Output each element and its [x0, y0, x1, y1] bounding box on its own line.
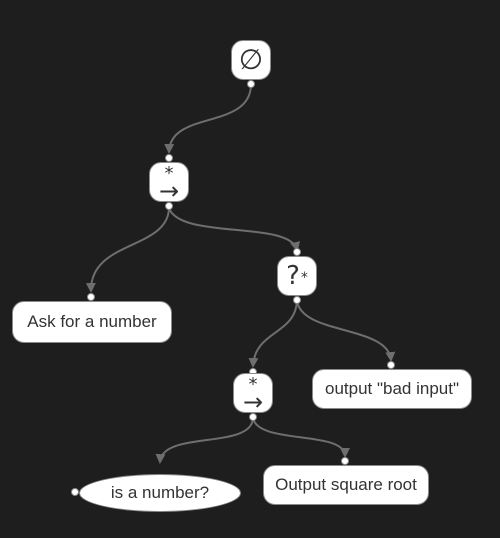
bad-input-input-port[interactable] — [387, 361, 395, 369]
edge-root-to-sequence-1 — [164, 84, 252, 154]
edge-sequence-1-to-selector — [168, 207, 301, 252]
edge-sequence-1-to-ask-number — [85, 207, 170, 293]
root-node[interactable]: ∅ — [231, 40, 271, 80]
action-node-square-root[interactable]: Output square root — [263, 465, 429, 505]
sequence-icon: * → — [158, 163, 180, 205]
ask-number-input-port[interactable] — [87, 293, 95, 301]
node-label: output "bad input" — [324, 379, 459, 398]
sequence-1-input-port[interactable] — [165, 154, 173, 162]
edge-sequence-2-to-is-number — [155, 417, 254, 464]
selector-node[interactable]: ?* — [277, 256, 317, 296]
edge-selector-to-sequence-2 — [248, 299, 298, 368]
root-output-port[interactable] — [247, 80, 255, 88]
edge-selector-to-bad-input — [296, 299, 396, 362]
action-node-ask-number[interactable]: Ask for a number — [12, 301, 172, 343]
sequence-node-1[interactable]: * → — [149, 162, 189, 205]
sequence-2-output-port[interactable] — [249, 413, 257, 421]
sequence-node-2[interactable]: * → — [233, 373, 273, 416]
empty-set-icon: ∅ — [238, 43, 264, 76]
edge-sequence-2-to-square-root — [252, 417, 350, 458]
node-label: is a number? — [110, 483, 210, 502]
selector-icon: ?* — [286, 261, 308, 291]
action-node-bad-input[interactable]: output "bad input" — [312, 369, 472, 409]
sequence-icon: * → — [242, 374, 264, 416]
is-number-input-port[interactable] — [71, 488, 79, 496]
condition-node-is-number[interactable]: is a number? — [79, 474, 241, 512]
node-label: Output square root — [275, 475, 417, 494]
square-root-input-port[interactable] — [341, 457, 349, 465]
selector-input-port[interactable] — [293, 248, 301, 256]
sequence-1-output-port[interactable] — [165, 202, 173, 210]
selector-output-port[interactable] — [293, 296, 301, 304]
node-label: Ask for a number — [27, 312, 157, 331]
